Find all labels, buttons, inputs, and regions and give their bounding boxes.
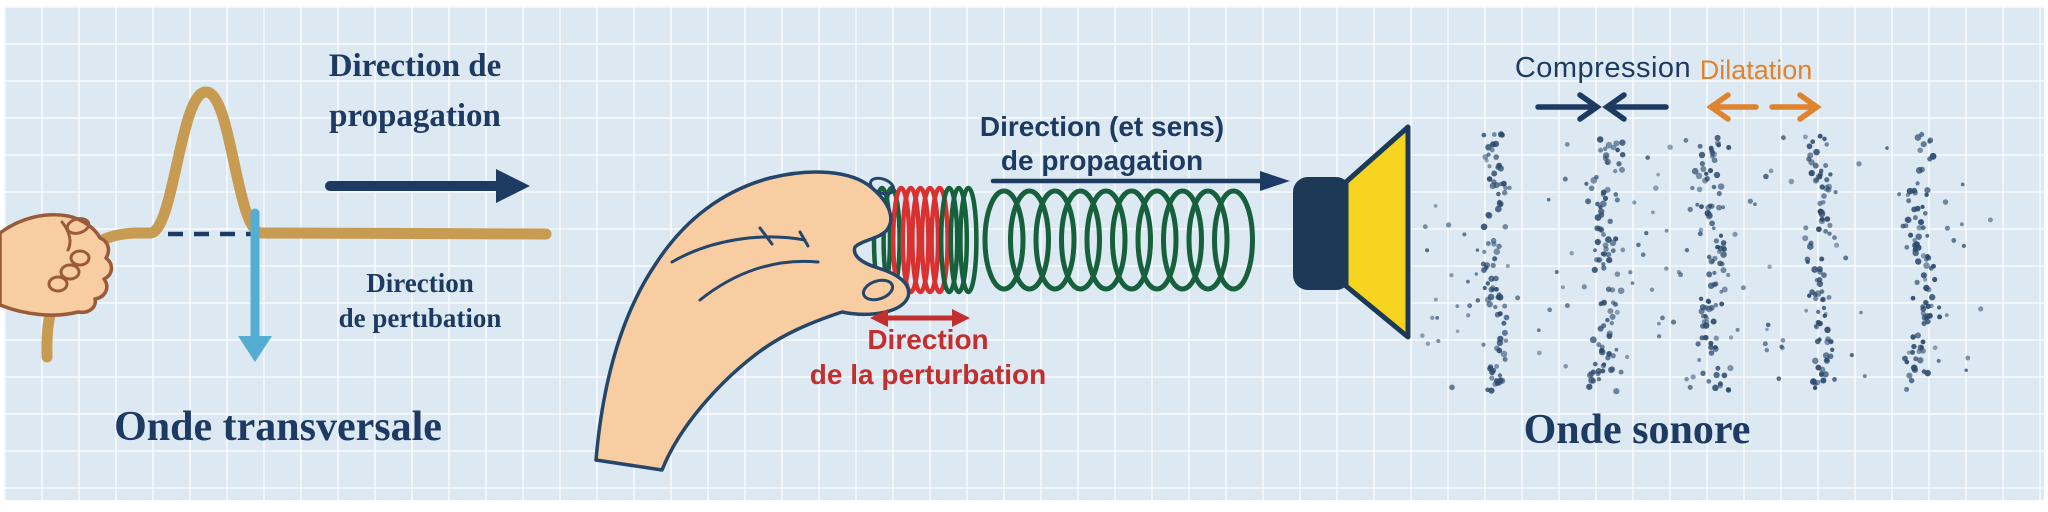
longitudinal-perturbation-line1: Direction [867, 324, 989, 355]
transverse-perturbation-line1: Direction [366, 268, 474, 298]
transverse-perturbation-line2: de pertıbation [338, 303, 502, 334]
longitudinal-propagation-label: Direction (et sens) de propagation [980, 110, 1224, 177]
compression-label: Compression [1514, 52, 1692, 84]
transverse-propagation-line2: propagation [329, 97, 501, 134]
transverse-propagation-line1: Direction de [328, 48, 502, 84]
longitudinal-propagation-line2: de propagation [1000, 144, 1204, 176]
longitudinal-perturbation-label: Direction de la perturbation [810, 322, 1046, 392]
longitudinal-propagation-line1: Direction (et sens) [979, 111, 1225, 142]
transverse-wave-title: Onde transversale [114, 404, 442, 450]
transverse-perturbation-label: Direction de pertıbation [339, 266, 502, 336]
dilatation-label: Dilatation [1699, 55, 1813, 85]
transverse-propagation-label: Direction de propagation [329, 42, 502, 141]
longitudinal-perturbation-line2: de la perturbation [809, 359, 1047, 390]
sound-wave-title: Onde sonore [1523, 407, 1751, 453]
